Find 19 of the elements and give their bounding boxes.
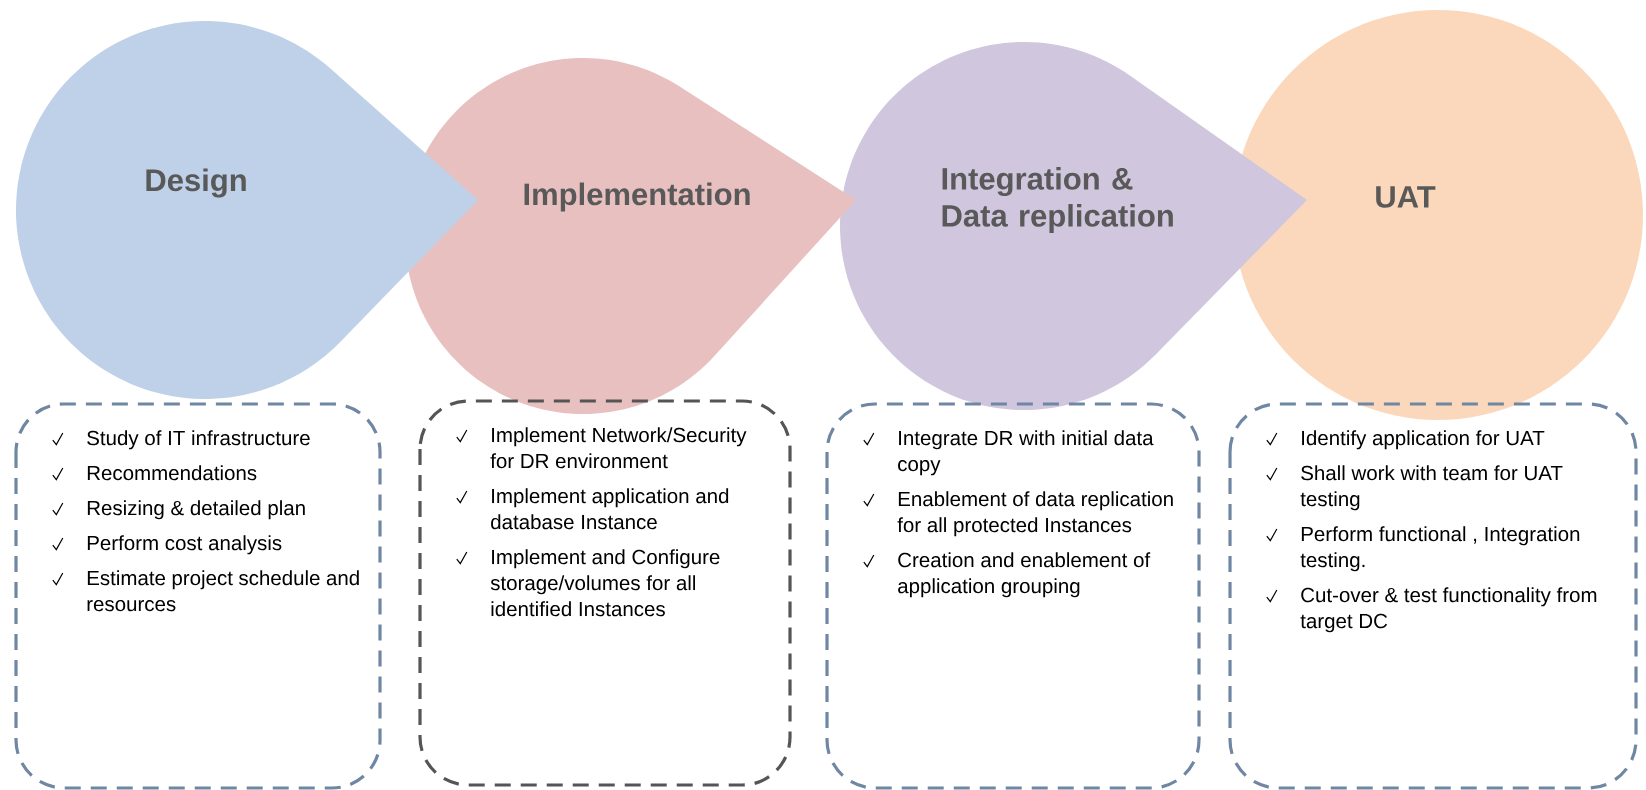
checklist-item: Resizing & detailed plan (87, 500, 305, 520)
checklist-item: Integrate DR with initial data copy (898, 430, 1154, 476)
checklist-item: Implement and Configure storage/volumes for all identified Instances (490, 549, 720, 617)
checklist-item: Estimate project schedule and resources (87, 570, 359, 612)
checklist-item: Recommendations (87, 465, 257, 481)
checklist-item: Identify application for UAT (1302, 430, 1545, 450)
checklist-item: Perform cost analysis (87, 535, 282, 555)
checklist-item: Implement application and database Instance (491, 488, 729, 530)
checklist-item: Cut-over & test functionality from target DC (1300, 587, 1597, 633)
checklist-item: Creation and enablement of application grouping (898, 552, 1151, 598)
checklist-item: Perform functional , Integration testing. (1300, 526, 1580, 572)
checklist-box (825, 402, 1201, 790)
checklist-box (418, 399, 792, 787)
checklist-item: Enablement of data replication for all protected Instances (897, 491, 1173, 537)
checklist-box (14, 402, 382, 790)
checklist-item: Study of IT infrastructure (87, 430, 310, 450)
checklist-box (1228, 402, 1638, 790)
checklist-item: Implement Network/Security for DR environment (490, 427, 747, 469)
checklist-item: Shall work with team for UAT testing (1300, 465, 1563, 511)
